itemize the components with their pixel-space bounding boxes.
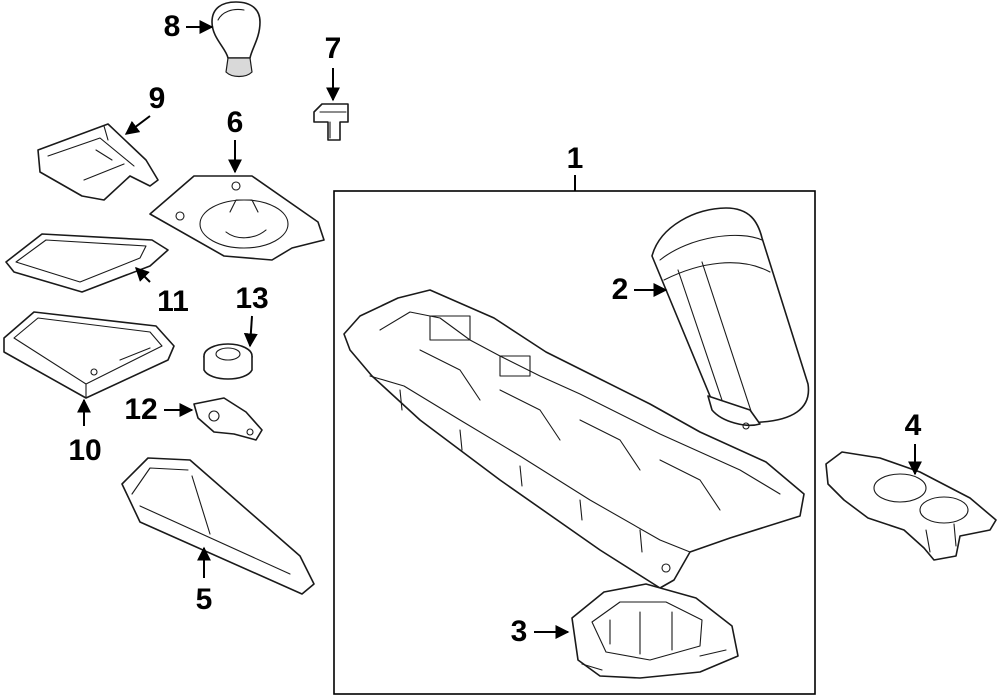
part-console-bracket <box>571 583 739 679</box>
callout-5: 5 <box>196 583 213 616</box>
part-storage-tray <box>3 311 175 399</box>
callout-3: 3 <box>511 615 528 648</box>
part-cup-holder <box>825 451 997 561</box>
leader-11 <box>135 267 151 283</box>
part-bushing <box>203 343 253 380</box>
callout-10: 10 <box>68 434 101 467</box>
part-side-panel <box>121 457 315 595</box>
leader-13 <box>243 315 258 348</box>
callout-7: 7 <box>325 32 342 65</box>
callout-8: 8 <box>164 10 181 43</box>
callout-9: 9 <box>149 82 166 115</box>
part-clip <box>313 103 349 141</box>
leader-9 <box>124 115 151 135</box>
callout-13: 13 <box>235 282 268 315</box>
callout-12: 12 <box>124 393 157 426</box>
part-armrest-lid <box>651 207 810 430</box>
part-shift-boot-plate <box>149 175 325 261</box>
part-bracket <box>193 397 263 441</box>
callout-2: 2 <box>612 273 629 306</box>
part-shift-knob <box>211 1 261 78</box>
callout-6: 6 <box>227 106 244 139</box>
callout-1: 1 <box>567 142 584 175</box>
part-tray-mat <box>5 233 169 293</box>
callout-11: 11 <box>157 285 189 318</box>
part-shifter-bezel <box>37 123 159 201</box>
callout-4: 4 <box>905 409 922 442</box>
part-console-body <box>343 289 805 589</box>
